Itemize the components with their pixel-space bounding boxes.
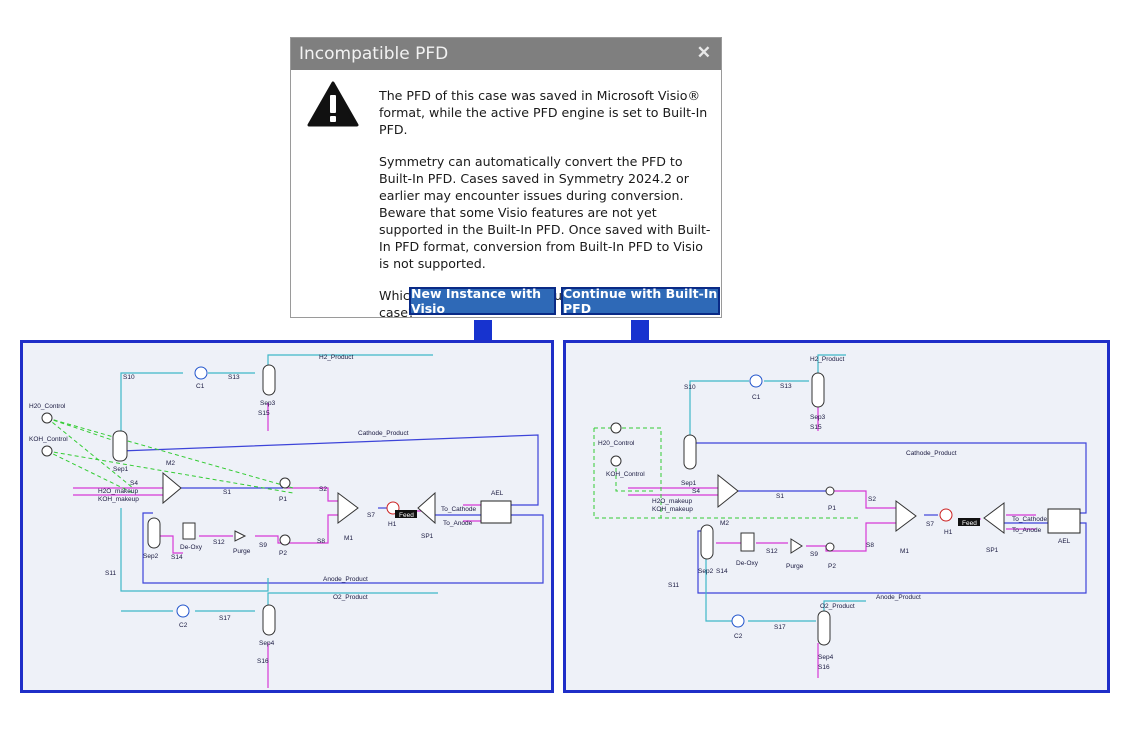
label-o2-product: O2_Product — [820, 603, 855, 610]
label-anode-product: Anode_Product — [323, 576, 368, 583]
label-m1: M1 — [344, 535, 353, 542]
label-koh-makeup: KOH_makeup — [98, 496, 139, 503]
visio-pfd-panel: H2_Product S10 C1 S13 Sep3 S15 H20_Contr… — [20, 340, 554, 693]
label-h2o-makeup: H2O_makeup — [652, 498, 692, 505]
label-m2: M2 — [720, 520, 729, 527]
label-s10: S10 — [684, 384, 696, 391]
label-s17: S17 — [774, 624, 786, 631]
label-koh-control: KOH_Control — [606, 471, 645, 478]
label-s14: S14 — [171, 554, 183, 561]
label-s2: S2 — [319, 486, 327, 493]
label-to-cathode: To_Cathode — [441, 506, 476, 513]
label-h2o-makeup: H2O_makeup — [98, 488, 138, 495]
label-m2: M2 — [166, 460, 175, 467]
label-o2-product: O2_Product — [333, 594, 368, 601]
label-sep4: Sep4 — [818, 654, 834, 661]
dialog-titlebar: Incompatible PFD ✕ — [291, 38, 721, 70]
builtin-pfd-panel: H2_Product S10 C1 S13 Sep3 S15 H20_Contr… — [563, 340, 1110, 693]
continue-builtin-pfd-button[interactable]: Continue with Built-In PFD — [561, 286, 720, 316]
label-sep2: Sep2 — [143, 553, 159, 560]
label-s13: S13 — [780, 383, 792, 390]
label-koh-makeup: KOH_makeup — [652, 506, 693, 513]
label-s14: S14 — [716, 568, 728, 575]
label-anode-product: Anode_Product — [876, 594, 921, 601]
label-sep2: Sep2 — [698, 568, 714, 575]
dialog-title: Incompatible PFD — [299, 44, 449, 64]
label-p1: P1 — [279, 496, 287, 503]
label-feed: Feed — [962, 520, 977, 527]
label-s2: S2 — [868, 496, 876, 503]
label-s4: S4 — [130, 480, 138, 487]
label-cathode-product: Cathode_Product — [906, 450, 957, 457]
label-s4: S4 — [692, 488, 700, 495]
label-c2: C2 — [179, 622, 188, 629]
label-s7: S7 — [367, 512, 375, 519]
message-paragraph-1: The PFD of this case was saved in Micros… — [379, 88, 708, 137]
label-s16: S16 — [818, 664, 830, 671]
label-sp1: SP1 — [986, 547, 999, 554]
label-s9: S9 — [259, 542, 267, 549]
label-s8: S8 — [317, 538, 325, 545]
label-m1: M1 — [900, 548, 909, 555]
label-s1: S1 — [223, 489, 231, 496]
label-p2: P2 — [828, 563, 836, 570]
label-s9: S9 — [810, 551, 818, 558]
label-s10: S10 — [123, 374, 135, 381]
incompatible-pfd-dialog: Incompatible PFD ✕ The PFD of this case … — [290, 37, 722, 320]
label-ael: AEL — [491, 490, 504, 497]
label-ael: AEL — [1058, 538, 1071, 545]
label-de-oxy: De-Oxy — [736, 560, 759, 567]
label-cathode-product: Cathode_Product — [358, 430, 409, 437]
label-s7: S7 — [926, 521, 934, 528]
visio-pfd-diagram: H2_Product S10 C1 S13 Sep3 S15 H20_Contr… — [29, 354, 544, 688]
label-sep1: Sep1 — [681, 480, 697, 487]
label-s15: S15 — [810, 424, 822, 431]
warning-triangle-icon — [307, 81, 359, 127]
label-s15: S15 — [258, 410, 270, 417]
label-c1: C1 — [196, 383, 205, 390]
label-purge: Purge — [786, 563, 804, 570]
label-c1: C1 — [752, 394, 761, 401]
label-s1: S1 — [776, 493, 784, 500]
label-s17: S17 — [219, 615, 231, 622]
label-h2-product: H2_Product — [810, 356, 845, 363]
label-feed: Feed — [399, 512, 414, 519]
label-sep3: Sep3 — [810, 414, 826, 421]
label-h1: H1 — [944, 529, 953, 536]
label-h2o-control: H20_Control — [29, 403, 66, 410]
label-sep1: Sep1 — [113, 466, 129, 473]
label-s11: S11 — [105, 570, 116, 577]
label-s13: S13 — [228, 374, 240, 381]
builtin-pfd-diagram: H2_Product S10 C1 S13 Sep3 S15 H20_Contr… — [593, 354, 1087, 678]
new-instance-visio-button[interactable]: New Instance with Visio — [409, 286, 556, 316]
label-de-oxy: De-Oxy — [180, 544, 203, 551]
label-p1: P1 — [828, 505, 836, 512]
close-icon[interactable]: ✕ — [696, 43, 711, 62]
message-paragraph-2: Symmetry can automatically convert the P… — [379, 154, 711, 271]
label-to-anode: To_Anode — [443, 520, 473, 527]
label-s11: S11 — [668, 582, 679, 589]
label-sep4: Sep4 — [259, 640, 275, 647]
label-to-cathode: To_Cathode — [1012, 516, 1047, 523]
label-h2o-control: H20_Control — [598, 440, 635, 447]
label-sep3: Sep3 — [260, 400, 276, 407]
label-h2-product: H2_Product — [319, 354, 354, 361]
label-h1: H1 — [388, 521, 397, 528]
label-s16: S16 — [257, 658, 269, 665]
label-koh-control: KOH_Control — [29, 436, 68, 443]
label-sp1: SP1 — [421, 533, 434, 540]
label-p2: P2 — [279, 550, 287, 557]
label-purge: Purge — [233, 548, 251, 555]
label-s8: S8 — [866, 542, 874, 549]
label-s12: S12 — [766, 548, 778, 555]
label-c2: C2 — [734, 633, 743, 640]
label-s12: S12 — [213, 539, 225, 546]
label-to-anode: To_Anode — [1012, 527, 1042, 534]
